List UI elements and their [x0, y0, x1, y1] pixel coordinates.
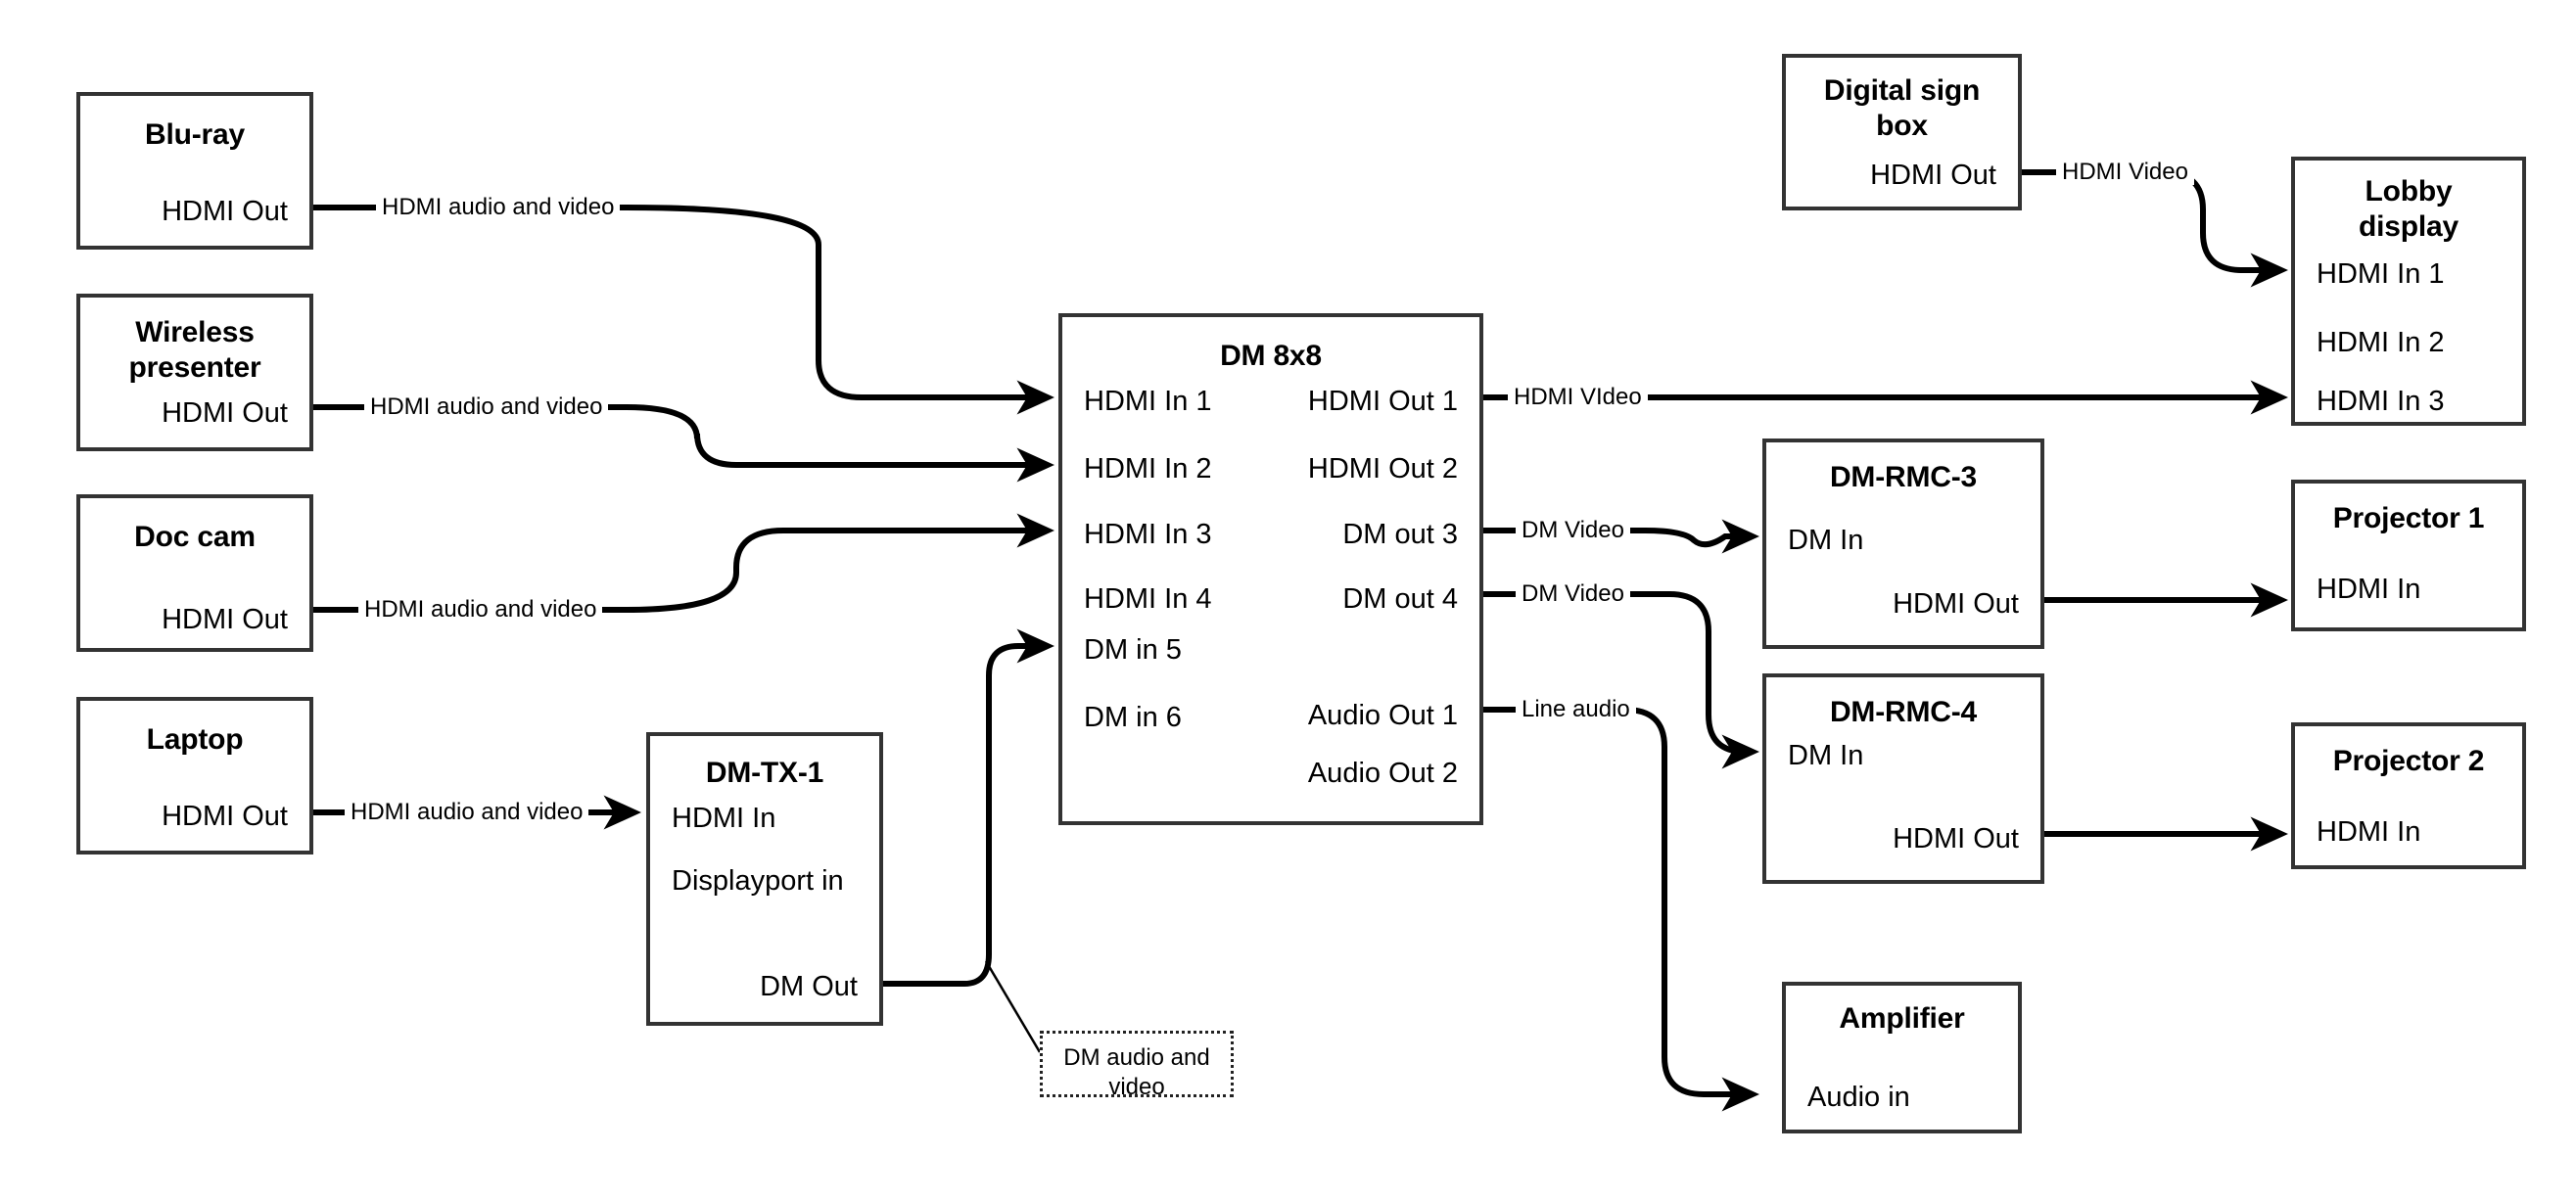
node-amplifier-title: Amplifier [1839, 1002, 1965, 1035]
edge-label-laptop-to-dmtx1: HDMI audio and video [345, 800, 589, 825]
node-dm-rmc-4-port-hdmi-out: HDMI Out [1893, 823, 2019, 855]
node-dm-8x8-input-2: HDMI In 2 [1084, 453, 1212, 485]
wire-leader-dm-audio-video-note [984, 960, 1042, 1053]
node-lobby-display-title: Lobby display [2359, 175, 2459, 243]
node-projector-1-port-hdmi-in: HDMI In [2317, 574, 2421, 605]
node-digital-sign-box[interactable]: Digital sign box HDMI Out [1782, 54, 2022, 210]
edge-label-doccam-to-in3: HDMI audio and video [358, 597, 603, 623]
node-dm-8x8-title: DM 8x8 [1220, 340, 1322, 372]
node-dm-8x8-output-2: HDMI Out 2 [1307, 453, 1458, 485]
node-lobby-display[interactable]: Lobby display HDMI In 1 HDMI In 2 HDMI I… [2291, 157, 2526, 426]
node-wireless-presenter-title: Wireless presenter [128, 316, 261, 384]
node-lobby-display-input-2: HDMI In 2 [2317, 327, 2445, 358]
node-projector-1-title: Projector 1 [2332, 502, 2485, 534]
node-dm-rmc-3-port-hdmi-out: HDMI Out [1893, 588, 2019, 620]
node-lobby-display-input-3: HDMI In 3 [2317, 386, 2445, 417]
node-dm-rmc-3-port-dm-in: DM In [1788, 525, 1864, 556]
edge-label-bluray-to-in1: HDMI audio and video [376, 195, 621, 220]
node-dm-8x8-input-4: HDMI In 4 [1084, 583, 1212, 615]
node-dm-tx-1-title: DM-TX-1 [705, 757, 824, 789]
edge-label-sign-to-lobby-in1: HDMI Video [2056, 160, 2194, 185]
node-amplifier[interactable]: Amplifier Audio in [1782, 982, 2022, 1133]
node-doc-cam[interactable]: Doc cam HDMI Out [76, 494, 313, 652]
node-dm-8x8-input-5: DM in 5 [1084, 634, 1182, 666]
node-dm-8x8-output-3: DM out 3 [1342, 519, 1458, 550]
node-wireless-presenter[interactable]: Wireless presenter HDMI Out [76, 294, 313, 451]
node-digital-sign-box-port-hdmi-out: HDMI Out [1870, 160, 1996, 191]
edge-label-audioout1-to-amplifier: Line audio [1516, 697, 1636, 722]
node-dm-tx-1[interactable]: DM-TX-1 HDMI In Displayport in DM Out [646, 732, 883, 1026]
node-dm-8x8-output-1: HDMI Out 1 [1307, 386, 1458, 417]
node-bluray-title: Blu-ray [145, 118, 245, 151]
node-dm-rmc-3[interactable]: DM-RMC-3 DM In HDMI Out [1762, 439, 2044, 649]
node-dm-8x8-output-5: Audio Out 1 [1307, 700, 1458, 731]
wire-digitalsign-to-lobby-in1 [2022, 169, 2288, 288]
node-dm-8x8[interactable]: DM 8x8 HDMI In 1 HDMI In 2 HDMI In 3 HDM… [1058, 313, 1483, 825]
note-dm-audio-and-video: DM audio and video [1040, 1031, 1234, 1100]
node-dm-tx-1-port-hdmi-in: HDMI In [672, 803, 776, 834]
node-dm-tx-1-port-dm-out: DM Out [760, 971, 858, 1002]
wire-dm8x8-audioout1-to-amplifier [1483, 707, 1759, 1112]
node-bluray[interactable]: Blu-ray HDMI Out [76, 92, 313, 250]
wire-dmtx1-to-dm8x8-in5 [883, 628, 1054, 987]
node-laptop-title: Laptop [146, 723, 244, 756]
node-laptop-port-hdmi-out: HDMI Out [162, 801, 288, 832]
node-bluray-port-hdmi-out: HDMI Out [162, 196, 288, 227]
node-dm-rmc-4-port-dm-in: DM In [1788, 740, 1864, 771]
node-dm-rmc-3-title: DM-RMC-3 [1829, 461, 1978, 493]
edge-label-wireless-to-in2: HDMI audio and video [364, 394, 609, 420]
node-dm-8x8-input-6: DM in 6 [1084, 702, 1182, 733]
node-dm-8x8-input-1: HDMI In 1 [1084, 386, 1212, 417]
edge-label-dmout4-to-dmrmc4: DM Video [1516, 581, 1630, 607]
node-laptop[interactable]: Laptop HDMI Out [76, 697, 313, 855]
node-lobby-display-input-1: HDMI In 1 [2317, 258, 2445, 290]
node-projector-2-title: Projector 2 [2332, 745, 2485, 777]
node-wireless-presenter-port-hdmi-out: HDMI Out [162, 397, 288, 429]
node-dm-8x8-output-6: Audio Out 2 [1307, 758, 1458, 789]
node-dm-rmc-4-title: DM-RMC-4 [1829, 696, 1978, 728]
node-projector-2[interactable]: Projector 2 HDMI In [2291, 722, 2526, 869]
wire-dm8x8-dmout4-to-dmrmc4 [1483, 591, 1759, 769]
node-dm-8x8-output-4: DM out 4 [1342, 583, 1458, 615]
node-projector-2-port-hdmi-in: HDMI In [2317, 816, 2421, 848]
edge-label-dmout3-to-dmrmc3: DM Video [1516, 518, 1630, 543]
node-digital-sign-box-title: Digital sign box [1823, 74, 1981, 142]
node-dm-tx-1-port-displayport-in: Displayport in [672, 865, 844, 897]
edge-label-hdmiout1-to-lobby-in3: HDMI VIdeo [1508, 385, 1648, 410]
wire-bluray-to-dm8x8-in1 [313, 205, 1054, 415]
node-projector-1[interactable]: Projector 1 HDMI In [2291, 480, 2526, 631]
node-dm-rmc-4[interactable]: DM-RMC-4 DM In HDMI Out [1762, 673, 2044, 884]
node-dm-8x8-input-3: HDMI In 3 [1084, 519, 1212, 550]
node-amplifier-port-audio-in: Audio in [1807, 1082, 1910, 1113]
node-doc-cam-title: Doc cam [134, 521, 256, 553]
node-doc-cam-port-hdmi-out: HDMI Out [162, 604, 288, 635]
